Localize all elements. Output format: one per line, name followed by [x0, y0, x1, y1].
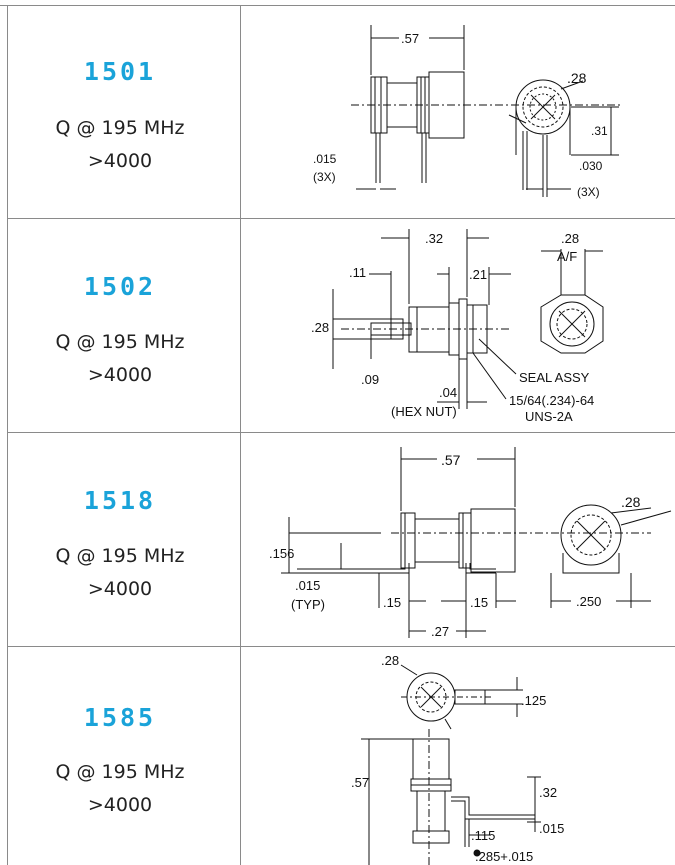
- dim-length: .57: [401, 31, 419, 46]
- thread-class: UNS-2A: [525, 409, 573, 424]
- part-number: 1518: [83, 486, 157, 515]
- dimension-drawing-1501: .57 .28 .31 .015 (3X) .030 (3X): [313, 25, 621, 199]
- dim-hex: .28: [561, 231, 579, 246]
- dimension-drawing-1585: .28 .125 .57 .32 .015 .115 .285+.015: [351, 653, 564, 865]
- dim-tab-typ: (TYP): [291, 597, 325, 612]
- dim-length: .57: [351, 775, 369, 790]
- part-row-1501: 1501 Q @ 195 MHz >4000: [0, 5, 675, 218]
- dim-tab-width: .125: [521, 693, 546, 708]
- dim-height: .156: [269, 546, 294, 561]
- grid-top-border: [0, 5, 675, 6]
- dim-diameter: .28: [311, 320, 329, 335]
- dim-pin-width: .030: [579, 159, 603, 173]
- dim-diameter: .28: [621, 494, 641, 510]
- q-frequency: Q @ 195 MHz: [55, 117, 185, 139]
- dim-pin-length: .11: [349, 265, 366, 280]
- q-value: >4000: [87, 794, 153, 816]
- dim-tab-right: .15: [470, 595, 488, 610]
- q-value: >4000: [87, 150, 153, 172]
- q-frequency: Q @ 195 MHz: [55, 331, 185, 353]
- dim-nut-label: (HEX NUT): [391, 404, 457, 419]
- grid-row-divider: [7, 218, 675, 219]
- dim-pin-width-count: (3X): [577, 185, 600, 199]
- dimension-drawing-1518: .57 .28 .156 .015 (TYP) .15 .15 .27 .250: [269, 447, 672, 639]
- dim-nut-thickness: .04: [439, 385, 457, 400]
- grid-row-divider: [7, 432, 675, 433]
- part-number: 1502: [83, 272, 157, 301]
- dim-tab-span: .27: [431, 624, 449, 639]
- grid-left-border: [7, 5, 8, 865]
- dim-pin-dia: .09: [361, 372, 379, 387]
- dim-height: .31: [591, 124, 608, 138]
- dim-tab-offset: .115: [471, 828, 495, 843]
- seal-label: SEAL ASSY: [519, 370, 590, 385]
- dim-flange: .21: [469, 267, 487, 282]
- part-row-1518: 1518 Q @ 195 MHz >4000: [0, 433, 675, 646]
- dim-overall: .32: [425, 231, 443, 246]
- q-frequency: Q @ 195 MHz: [55, 761, 185, 783]
- dim-height: .32: [539, 785, 557, 800]
- dim-diameter: .28: [567, 70, 587, 86]
- dim-tab-thickness: .015: [295, 578, 320, 593]
- part-number: 1501: [83, 57, 157, 86]
- grid-column-divider: [240, 5, 241, 865]
- part-number: 1585: [83, 703, 157, 732]
- part-row-1585: 1585 Q @ 195 MHz >4000: [0, 647, 675, 865]
- dim-diameter: .28: [381, 653, 399, 668]
- q-frequency: Q @ 195 MHz: [55, 545, 185, 567]
- dim-end-width: .250: [576, 594, 601, 609]
- dim-hex-af: A/F: [557, 249, 577, 264]
- dim-tab-left: .15: [383, 595, 401, 610]
- q-value: >4000: [87, 578, 153, 600]
- grid-row-divider: [7, 646, 675, 647]
- dim-pin-count: (3X): [313, 170, 336, 184]
- part-row-1502: 1502 Q @ 195 MHz >4000: [0, 219, 675, 432]
- dimension-drawing-1502: .32 .28 A/F .11 .21 .28 .09 .04 (HEX NUT…: [311, 229, 604, 424]
- thread-spec: 15/64(.234)-64: [509, 393, 594, 408]
- dim-length: .57: [441, 452, 461, 468]
- dim-tab-position: .285+.015: [475, 849, 533, 864]
- dim-tab-thickness: .015: [539, 821, 564, 836]
- dim-pin: .015: [313, 152, 337, 166]
- q-value: >4000: [87, 364, 153, 386]
